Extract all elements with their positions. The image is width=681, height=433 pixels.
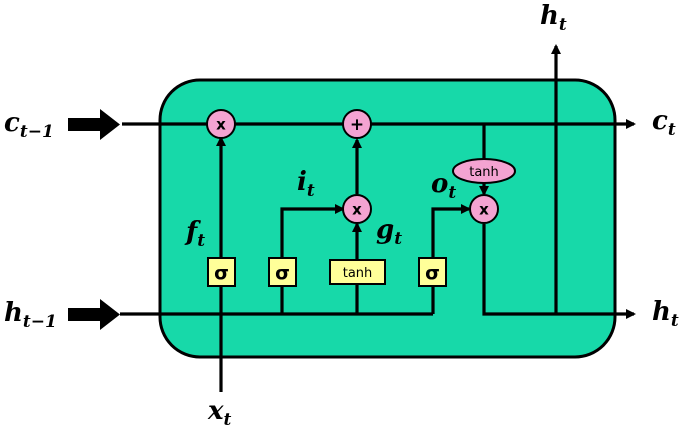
input-gate-line-b bbox=[280, 204, 345, 258]
input-multiply-symbol: x bbox=[352, 201, 362, 219]
output-multiply-symbol: x bbox=[479, 201, 489, 219]
output-sigma-symbol: σ bbox=[425, 262, 440, 284]
output-sigma-gate: σ bbox=[418, 257, 447, 287]
input-multiply-op: x bbox=[342, 194, 372, 224]
input-gate-label: it bbox=[297, 167, 315, 201]
x-input-label: xt bbox=[207, 396, 232, 430]
cell-tanh-label: tanh bbox=[469, 165, 499, 180]
forget-gate-label: ft bbox=[184, 217, 205, 251]
h-prev-label: ht−1 bbox=[4, 298, 57, 332]
forget-multiply-symbol: x bbox=[216, 116, 226, 134]
output-multiply-op: x bbox=[469, 194, 499, 224]
candidate-tanh-gate: tanh bbox=[329, 259, 386, 285]
cell-tanh-op: tanh bbox=[452, 158, 516, 184]
forget-multiply-op: x bbox=[206, 109, 236, 139]
c-prev-input-arrow bbox=[68, 109, 120, 140]
candidate-tanh-label: tanh bbox=[343, 266, 373, 281]
cell-add-op: + bbox=[342, 109, 372, 139]
h-prev-input-arrow bbox=[68, 299, 120, 330]
output-gate-label: ot bbox=[431, 169, 456, 203]
candidate-label: gt bbox=[376, 215, 402, 249]
hidden-output-line bbox=[482, 224, 636, 319]
h-next-label: ht bbox=[652, 297, 679, 331]
cell-add-symbol: + bbox=[350, 115, 364, 135]
forget-sigma-gate: σ bbox=[207, 257, 236, 287]
input-sigma-gate: σ bbox=[268, 257, 297, 287]
input-sigma-symbol: σ bbox=[275, 262, 290, 284]
c-prev-label: ct−1 bbox=[4, 108, 54, 142]
forget-sigma-symbol: σ bbox=[214, 262, 229, 284]
h-top-label: ht bbox=[540, 1, 567, 35]
lstm-cell-body bbox=[158, 78, 617, 359]
output-gate-line-b bbox=[431, 204, 471, 258]
c-next-label: ct bbox=[652, 106, 676, 140]
